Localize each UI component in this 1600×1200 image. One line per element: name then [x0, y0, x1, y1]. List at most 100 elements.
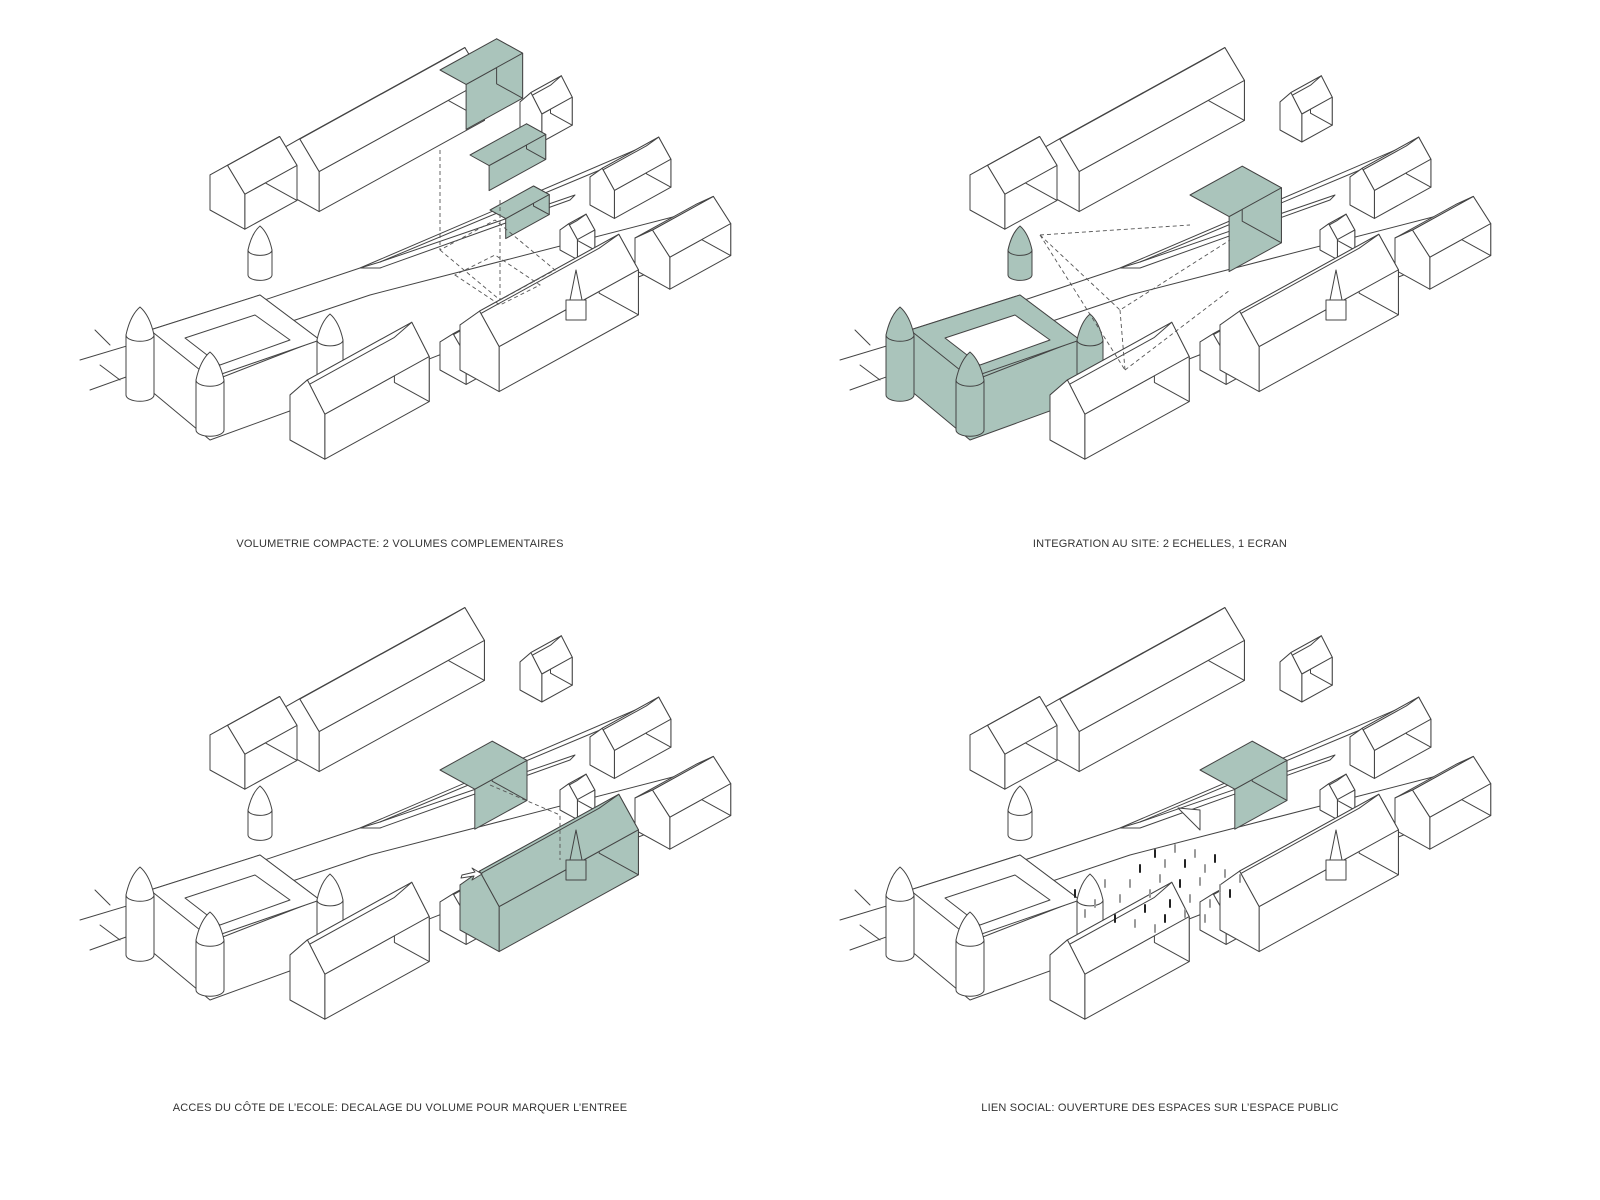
school-building: [1049, 881, 1190, 1020]
house-right-row: [1349, 696, 1432, 779]
footprint-outline: [454, 254, 541, 306]
tower-cap: [125, 866, 155, 902]
house-right-row: [589, 136, 672, 219]
tower-cap: [247, 225, 273, 256]
house-far-right: [519, 75, 573, 143]
box-top: [469, 123, 547, 167]
house-gable: [1219, 310, 1260, 393]
castle-tower: [125, 306, 155, 402]
house-gable: [969, 724, 1006, 790]
church-nave: [459, 233, 639, 393]
house-small: [1319, 773, 1356, 821]
river-edge: [859, 364, 881, 381]
house-back-left: [209, 696, 298, 790]
tower-cap: [885, 866, 915, 902]
tower-cap: [955, 911, 985, 947]
house-gable: [1394, 789, 1431, 850]
axonometric-drawing: [839, 47, 1492, 460]
house-right-front: [634, 195, 732, 290]
house-right-row: [1349, 136, 1432, 219]
footprint-outline: [439, 219, 556, 301]
house-gable: [1049, 379, 1086, 460]
church: [459, 233, 639, 393]
sightline: [1039, 224, 1191, 236]
house-gable: [1049, 939, 1086, 1020]
castle-tower: [955, 911, 985, 997]
sightline: [1119, 309, 1126, 371]
box-top: [1199, 740, 1288, 790]
house-gable: [289, 939, 326, 1020]
volume-lower: [469, 123, 547, 192]
castle-tower: [955, 351, 985, 437]
volume-lower-wing: [489, 185, 550, 240]
box-top: [439, 740, 528, 790]
panel-caption: VOLUMETRIE COMPACTE: 2 VOLUMES COMPLEMEN…: [236, 538, 564, 550]
box-top: [439, 38, 524, 85]
river-edge: [94, 889, 111, 906]
tower-cap: [1076, 313, 1104, 347]
river-edge: [854, 889, 871, 906]
house-small: [559, 213, 596, 261]
canopy: [1177, 807, 1201, 831]
tower-cap: [885, 306, 915, 342]
house-far-right: [1279, 635, 1333, 703]
diagram-panel-4: LIEN SOCIAL: OUVERTURE DES ESPACES SUR L…: [760, 560, 1560, 1160]
river-edge: [99, 924, 121, 941]
tower-body: [885, 894, 915, 962]
tower-cap: [125, 306, 155, 342]
house-gable: [289, 379, 326, 460]
tower-body: [1007, 249, 1033, 281]
castle-tower: [1007, 785, 1033, 841]
long-building: [1039, 47, 1245, 213]
castle-tower: [885, 866, 915, 962]
church: [1219, 233, 1399, 393]
tower-cap: [1007, 225, 1033, 256]
tower-body: [125, 334, 155, 402]
tower-cap: [316, 873, 344, 907]
castle: [885, 785, 1104, 1001]
street-edge: [379, 169, 601, 263]
castle-tower: [1007, 225, 1033, 281]
house-gable: [459, 870, 500, 953]
diagram-panel-3: ACCES DU CÔTE DE L’ECOLE: DECALAGE DU VO…: [0, 560, 800, 1160]
river-edge: [859, 924, 881, 941]
tower-body: [955, 379, 985, 437]
tower-cap: [1076, 873, 1104, 907]
house-right-front: [1394, 195, 1492, 290]
entrance-arrow: [460, 867, 483, 881]
tower-cap: [195, 911, 225, 947]
diagram-panel-2: INTEGRATION AU SITE: 2 ECHELLES, 1 ECRAN: [760, 0, 1560, 600]
house-gable: [634, 229, 671, 290]
tower-body: [125, 894, 155, 962]
axonometric-drawing: [79, 38, 732, 460]
sightline: [1039, 234, 1231, 311]
school-building: [289, 881, 430, 1020]
axonometric-drawing: [839, 607, 1492, 1020]
house-gable: [969, 164, 1006, 230]
house-gable: [1394, 229, 1431, 290]
church-tower: [565, 299, 587, 321]
church-nave: [1219, 233, 1399, 393]
castle-tower: [125, 866, 155, 962]
house-right-front: [634, 755, 732, 850]
house-gable: [209, 164, 246, 230]
public-volume: [1199, 740, 1288, 830]
house-gable: [209, 724, 246, 790]
house-gable: [1319, 783, 1338, 821]
entrance-volume: [439, 740, 528, 830]
house-small: [559, 773, 596, 821]
church-nave: [459, 793, 639, 953]
house-gable: [1319, 223, 1338, 261]
setback-line: [489, 784, 561, 860]
tower-body: [195, 379, 225, 437]
house-gable: [1279, 652, 1303, 703]
panel-caption: LIEN SOCIAL: OUVERTURE DES ESPACES SUR L…: [981, 1102, 1339, 1114]
tower-cap: [195, 351, 225, 387]
tower-body: [885, 334, 915, 402]
tower-cap: [955, 351, 985, 387]
tower-body: [247, 249, 273, 281]
sightline: [1039, 234, 1126, 371]
house-right-row: [589, 696, 672, 779]
river-edge: [99, 364, 121, 381]
tower-body: [195, 939, 225, 997]
